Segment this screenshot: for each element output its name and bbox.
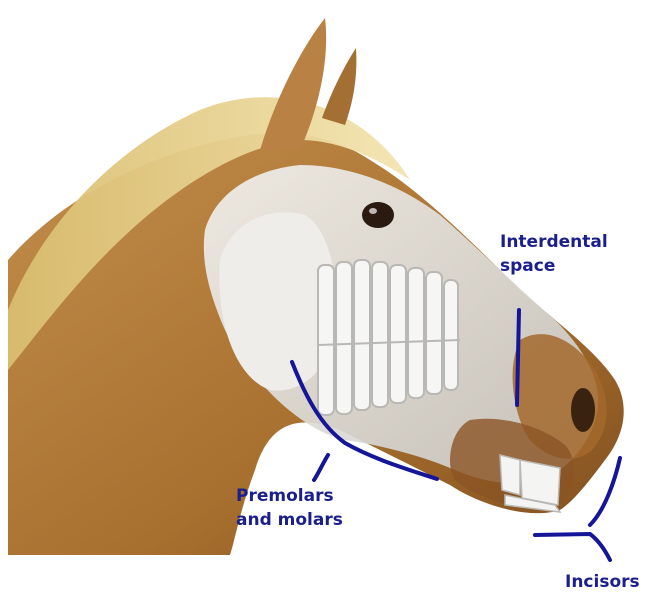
incisor-pointer-lower [535,534,610,560]
horse-nostril [571,388,595,432]
label-premolars-molars: Premolars and molars [236,484,343,532]
label-premolars-line2: and molars [236,508,343,532]
label-incisors: Incisors [565,570,640,594]
interdental-pointer [517,310,519,405]
molar-teeth [318,260,460,415]
label-interdental-line1: Interdental [500,230,608,254]
label-interdental-space: Interdental space [500,230,608,278]
horse-right-ear [322,48,356,125]
label-premolars-line1: Premolars [236,484,343,508]
premolar-pointer-lower [314,455,328,480]
label-interdental-line2: space [500,254,608,278]
horse-eye [362,202,394,228]
